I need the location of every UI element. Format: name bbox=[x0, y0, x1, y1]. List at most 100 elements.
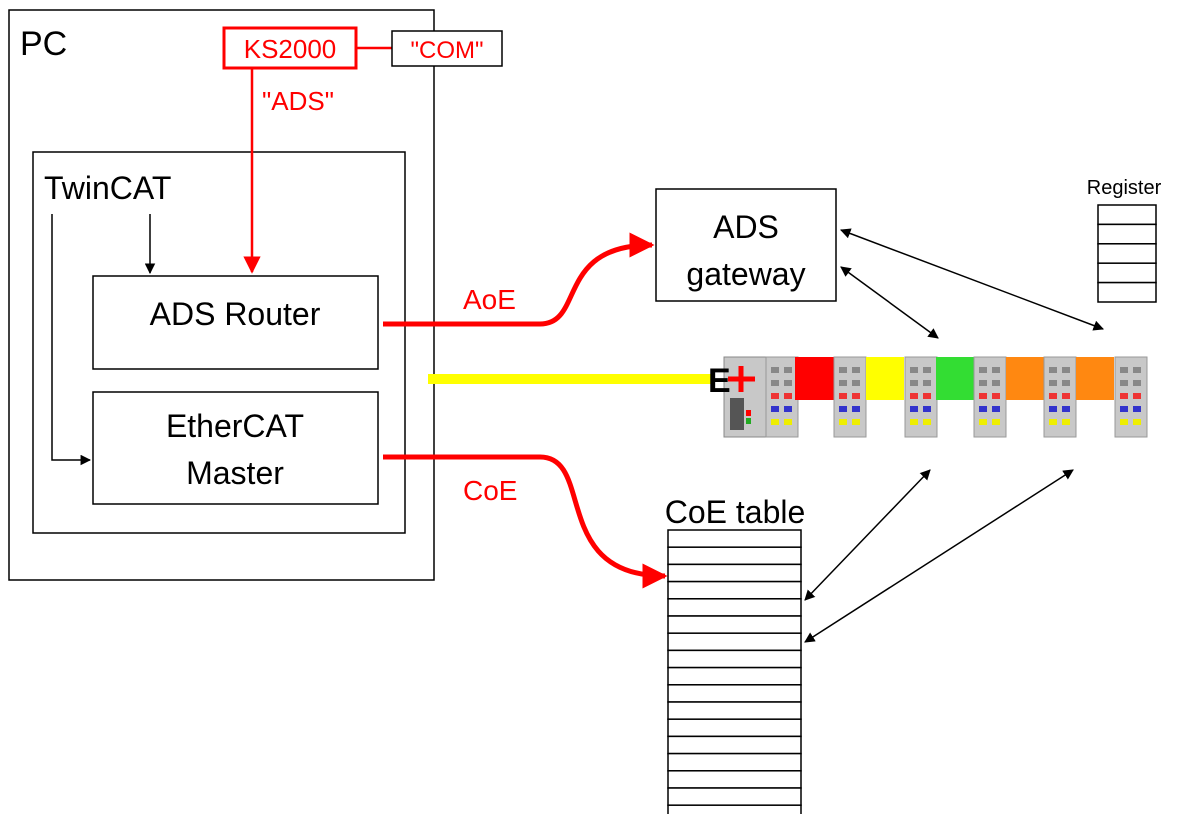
io-terminal bbox=[1114, 356, 1148, 438]
coe-table-row bbox=[667, 770, 802, 789]
terminal-contact bbox=[923, 393, 931, 399]
coe-table-row bbox=[667, 580, 802, 600]
coe-table-row bbox=[667, 563, 802, 583]
terminal-contact bbox=[979, 406, 987, 412]
module-block-yellow bbox=[866, 357, 904, 400]
coe-table-row bbox=[667, 529, 802, 548]
terminal-contact bbox=[1062, 393, 1070, 399]
io-terminal bbox=[833, 356, 867, 438]
register-row bbox=[1097, 243, 1157, 264]
terminal-contact bbox=[771, 380, 779, 386]
terminal-contact bbox=[1133, 419, 1141, 425]
terminal-contact bbox=[852, 380, 860, 386]
coupler-plus-mark bbox=[728, 366, 755, 392]
coe-table-row bbox=[667, 804, 802, 814]
terminal-body bbox=[904, 356, 938, 438]
ethercat-master-box: EtherCAT Master bbox=[92, 391, 379, 505]
module-block-red bbox=[795, 357, 834, 400]
coe-terminal-arrow-1 bbox=[804, 469, 931, 601]
terminal-contact bbox=[1120, 380, 1128, 386]
module-block-green bbox=[936, 357, 974, 400]
terminal-contact bbox=[839, 406, 847, 412]
register-row bbox=[1097, 262, 1157, 284]
terminal-contact bbox=[852, 419, 860, 425]
terminal-body bbox=[1114, 356, 1148, 438]
terminal-contact bbox=[1120, 406, 1128, 412]
terminal-contact bbox=[979, 419, 987, 425]
coe-table-row bbox=[667, 718, 802, 738]
register-table bbox=[1097, 204, 1157, 303]
terminal-contact bbox=[839, 393, 847, 399]
terminal-contact bbox=[910, 393, 918, 399]
terminal-contact bbox=[1062, 367, 1070, 373]
coe-table-row bbox=[667, 598, 802, 617]
coe-table-row bbox=[667, 649, 802, 669]
coe-table bbox=[667, 529, 802, 814]
terminal-contact bbox=[923, 419, 931, 425]
terminal-body bbox=[973, 356, 1007, 438]
coe-table-row bbox=[667, 666, 802, 686]
terminal-contact bbox=[1062, 419, 1070, 425]
terminal-contact bbox=[784, 406, 792, 412]
coe-table-row bbox=[667, 684, 802, 703]
gateway-register-arrow bbox=[840, 228, 1104, 331]
terminal-contact bbox=[771, 406, 779, 412]
ethercat-master-label-line1: EtherCAT bbox=[166, 408, 304, 444]
terminal-contact bbox=[852, 406, 860, 412]
terminal-contact bbox=[784, 393, 792, 399]
coupler-connector bbox=[730, 398, 744, 430]
terminal-contact bbox=[910, 380, 918, 386]
gateway-terminal-arrow bbox=[840, 266, 939, 339]
ethercat-master-label-line2: Master bbox=[186, 455, 284, 491]
register-label: Register bbox=[1087, 177, 1162, 199]
coupler-led bbox=[746, 410, 751, 416]
ads-gateway-label-line1: ADS bbox=[713, 209, 779, 245]
terminal-contact bbox=[979, 380, 987, 386]
terminal-contact bbox=[979, 367, 987, 373]
ads-label: "ADS" bbox=[262, 86, 334, 116]
aoe-label: AoE bbox=[463, 284, 516, 315]
com-label: "COM" bbox=[410, 37, 483, 64]
terminal-contact bbox=[1062, 380, 1070, 386]
terminal-contact bbox=[1049, 367, 1057, 373]
terminal-contact bbox=[1049, 419, 1057, 425]
terminal-contact bbox=[784, 367, 792, 373]
coupler-led bbox=[746, 418, 751, 424]
terminal-contact bbox=[771, 393, 779, 399]
ks2000-box: KS2000 bbox=[222, 26, 358, 70]
coe-table-row bbox=[667, 735, 802, 755]
aoe-arrow bbox=[383, 232, 655, 327]
module-block-orange bbox=[1006, 357, 1044, 400]
io-terminal bbox=[904, 356, 938, 438]
terminal-contact bbox=[1049, 406, 1057, 412]
ads-gateway-label-line2: gateway bbox=[686, 256, 805, 292]
register-row bbox=[1097, 281, 1157, 303]
coe-table-row bbox=[667, 787, 802, 806]
terminal-contact bbox=[923, 380, 931, 386]
terminal-contact bbox=[992, 367, 1000, 373]
terminal-contact bbox=[910, 367, 918, 373]
ads-gateway-box: ADS gateway bbox=[655, 188, 837, 302]
io-terminal bbox=[973, 356, 1007, 438]
terminal-body bbox=[833, 356, 867, 438]
register-row bbox=[1097, 223, 1157, 245]
twincat-to-master-arrow bbox=[51, 214, 92, 466]
terminal-contact bbox=[1120, 393, 1128, 399]
terminal-contact bbox=[771, 419, 779, 425]
terminal-contact bbox=[1133, 367, 1141, 373]
terminal-body bbox=[765, 356, 799, 438]
coe-table-label: CoE table bbox=[665, 494, 806, 530]
terminal-contact bbox=[910, 419, 918, 425]
terminal-contact bbox=[1049, 393, 1057, 399]
terminal-contact bbox=[1062, 406, 1070, 412]
terminal-contact bbox=[979, 393, 987, 399]
coe-label: CoE bbox=[463, 475, 517, 506]
terminal-contact bbox=[1049, 380, 1057, 386]
module-block-orange bbox=[1076, 357, 1114, 400]
coe-table-row bbox=[667, 701, 802, 720]
terminal-contact bbox=[784, 380, 792, 386]
com-box: "COM" bbox=[391, 30, 503, 67]
coe-table-row bbox=[667, 632, 802, 652]
coe-table-row bbox=[667, 752, 802, 772]
